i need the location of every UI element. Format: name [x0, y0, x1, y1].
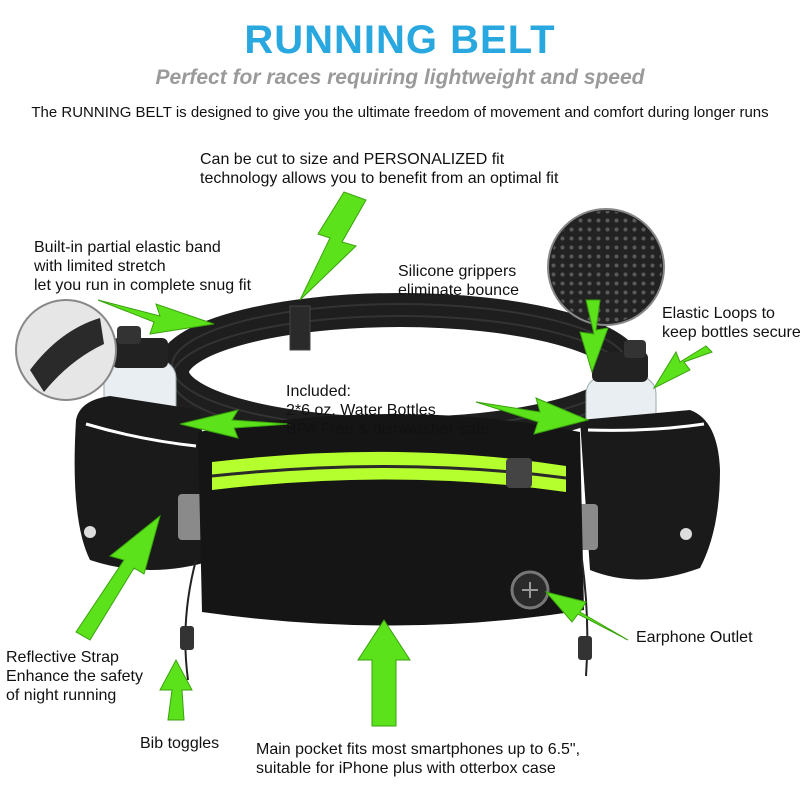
callout-line: let you run in complete snug fit [34, 277, 252, 294]
callout-line: Built-in partial elastic band [34, 239, 221, 256]
left-bib-tab [178, 494, 206, 540]
main-pocket [198, 414, 584, 626]
page-description: The RUNNING BELT is designed to give you… [31, 104, 769, 121]
zipper-pull [506, 458, 532, 488]
callout-included: Included: 2*6 oz. Water Bottles BPA Free… [286, 382, 489, 439]
callout-line: eliminate bounce [398, 282, 519, 299]
callout-earphone: Earphone Outlet [636, 628, 753, 647]
arrow-silicone [579, 299, 609, 374]
silicone-grip-detail [547, 208, 665, 326]
elastic-band-detail [15, 299, 117, 401]
callout-line: Bib toggles [140, 735, 220, 752]
arrow-included-right [475, 397, 590, 435]
callout-elastic-loops: Elastic Loops to keep bottles secure [662, 304, 800, 342]
callout-personalized: Can be cut to size and PERSONALIZED fit … [200, 150, 558, 188]
right-bottle-holster [580, 410, 720, 580]
callout-line: Main pocket fits most smartphones up to … [256, 741, 581, 758]
callout-elastic-band: Built-in partial elastic band with limit… [34, 238, 251, 295]
callout-line: suitable for iPhone plus with otterbox c… [256, 760, 556, 777]
callout-line: Silicone grippers [398, 263, 517, 280]
arrow-personalized [299, 191, 367, 301]
arrow-main-pocket [357, 619, 411, 727]
callout-line: Enhance the safety [6, 668, 143, 685]
arrow-elastic-band [97, 299, 215, 335]
arrow-bib [159, 658, 193, 721]
callout-line: Elastic Loops to [662, 305, 775, 322]
callout-line: Earphone Outlet [636, 629, 753, 646]
callout-arrows [75, 191, 713, 727]
callout-silicone: Silicone grippers eliminate bounce [398, 262, 519, 300]
callout-line: keep bottles secure [662, 324, 800, 341]
callout-line: with limited stretch [34, 258, 166, 275]
page-title: RUNNING BELT [244, 18, 556, 62]
callout-line: Reflective Strap [6, 649, 119, 666]
callout-line: Can be cut to size and PERSONALIZED fit [200, 151, 505, 168]
callout-line: Included: [286, 383, 351, 400]
page-subtitle: Perfect for races requiring lightweight … [155, 66, 645, 89]
callout-main-pocket: Main pocket fits most smartphones up to … [256, 740, 580, 778]
callout-line: of night running [6, 687, 117, 704]
callout-bib: Bib toggles [140, 734, 219, 753]
earphone-outlet [510, 570, 550, 610]
callout-line: technology allows you to benefit from an… [200, 170, 559, 187]
arrow-reflective [75, 514, 161, 641]
arrow-included-left [179, 409, 291, 439]
callout-line: BPA Free & dishwasher-safe [286, 421, 490, 438]
arrow-earphone [544, 591, 629, 641]
callout-reflective: Reflective Strap Enhance the safety of n… [6, 648, 143, 705]
callout-line: 2*6 oz. Water Bottles [286, 402, 436, 419]
arrow-elastic-loops [652, 345, 713, 390]
